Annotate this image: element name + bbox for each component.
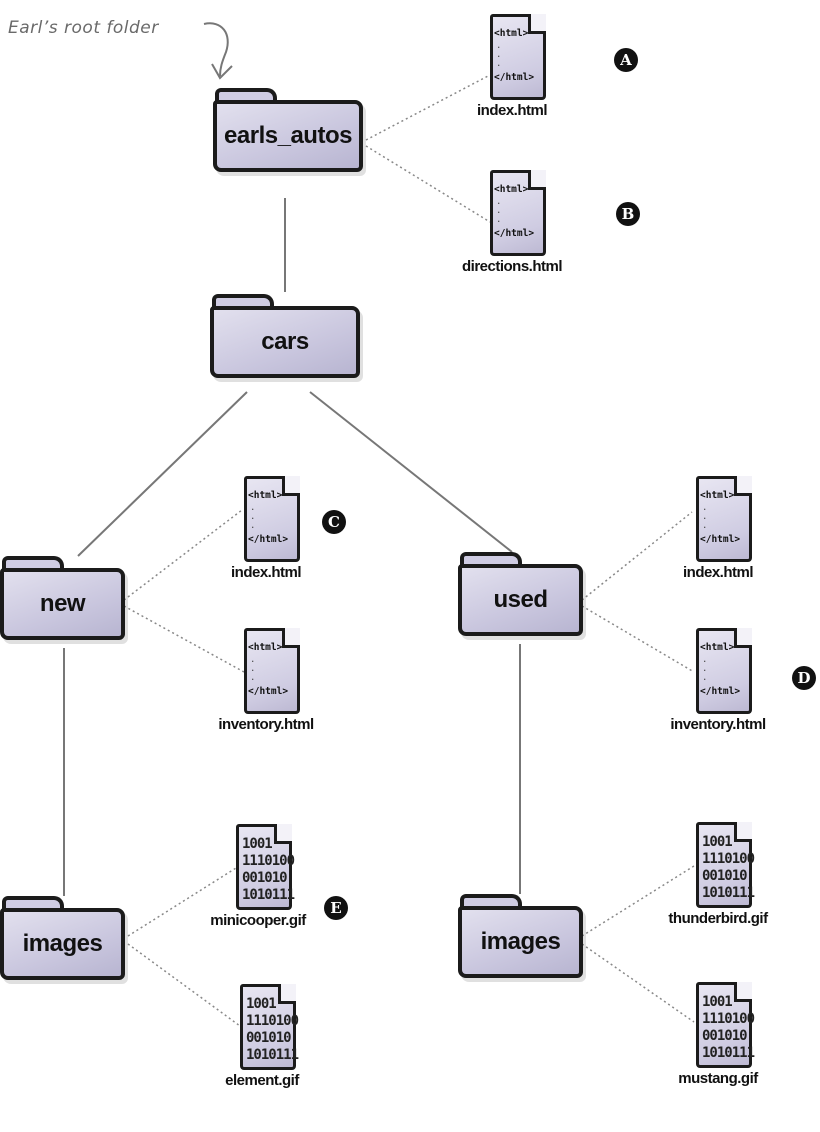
file-name: directions.html [461,258,563,275]
folder-used[interactable]: used [458,552,583,638]
file-used-inventory[interactable]: <html> . . . </html> inventory.html [658,628,778,736]
link-root-directions [365,145,491,223]
file-minicooper-gif[interactable]: 1001 1110100 001010 1010111 minicooper.g… [198,824,318,932]
folder-label: images [22,930,103,957]
badge-a: A [614,48,638,72]
file-name: mustang.gif [678,1070,758,1087]
link-used-inventory [581,605,695,673]
folder-label: cars [261,328,309,355]
badge-b: B [616,202,640,226]
folder-label: images [480,928,561,955]
root-folder-annotation: Earl’s root folder [8,18,159,38]
folder-label: earls_autos [224,122,352,149]
file-thunderbird-gif[interactable]: 1001 1110100 001010 1010111 thunderbird.… [658,822,778,930]
file-name: thunderbird.gif [668,910,768,927]
badge-d: D [792,666,816,690]
file-root-directions[interactable]: <html> . . . </html> directions.html [452,170,572,278]
file-new-inventory[interactable]: <html> . . . </html> inventory.html [206,628,326,736]
file-root-index[interactable]: <html> . . . </html> index.html [452,14,572,122]
folder-label: used [493,586,548,613]
link-cars-new [77,391,248,557]
file-name: element.gif [225,1072,299,1089]
folder-earls-autos[interactable]: earls_autos [213,88,363,174]
file-new-index[interactable]: <html> . . . </html> index.html [206,476,326,584]
link-used-index [581,511,693,601]
gif-file-icon [240,984,296,1070]
folder-label: new [39,590,86,617]
folder-new[interactable]: new [0,556,125,642]
file-mustang-gif[interactable]: 1001 1110100 001010 1010111 mustang.gif [658,982,778,1090]
file-name: inventory.html [218,716,314,733]
link-newimg-element [127,943,241,1027]
file-used-index[interactable]: <html> . . . </html> index.html [658,476,778,584]
link-newimg-minicooper [127,867,237,937]
annotation-arrow [203,22,229,77]
link-cars-used [309,391,513,553]
file-name: minicooper.gif [210,912,306,929]
folder-new-images[interactable]: images [0,896,125,982]
folder-used-images[interactable]: images [458,894,583,980]
badge-c: C [322,510,346,534]
link-usedimg-thunderbird [581,865,695,937]
file-name: index.html [230,564,302,581]
badge-e: E [324,896,348,920]
file-element-gif[interactable]: 1001 1110100 001010 1010111 element.gif [202,984,322,1092]
file-name: index.html [682,564,754,581]
folder-cars[interactable]: cars [210,294,360,380]
file-name: index.html [476,102,548,119]
file-name: inventory.html [670,716,766,733]
